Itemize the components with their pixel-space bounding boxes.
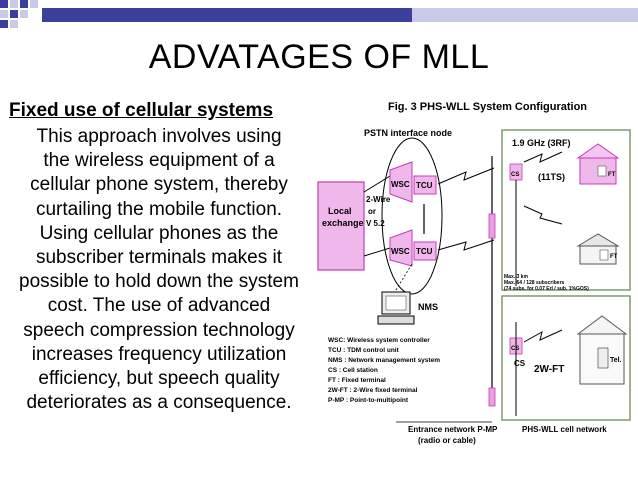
body-line: Using cellular phones as the [39, 222, 279, 244]
phs-wll-diagram: Fig. 3 PHS-WLL System Configuration PSTN… [317, 101, 631, 445]
nms-keyboard [377, 315, 415, 325]
fixed-terminal-icon [597, 165, 607, 177]
wire-label: 2-Wire [366, 195, 391, 204]
antenna-element [488, 213, 496, 239]
wire-line [363, 175, 391, 193]
body-line: cost. The use of advanced [47, 295, 271, 317]
nms-label: NMS [418, 302, 438, 312]
cs-label: CS [514, 359, 526, 368]
radio-link [523, 151, 563, 163]
tel-label: Tel. [610, 357, 622, 364]
spec-line: (74 subs. for 0.07 Erl / sub. 1%GOS) [504, 286, 589, 292]
nms-screen [385, 295, 407, 311]
cell-network-box [501, 129, 631, 291]
legend-item: WSC: Wireless system controller [328, 337, 430, 344]
legend-item: 2W-FT : 2-Wire fixed terminal [328, 387, 418, 394]
legend-item: CS : Cell station [328, 367, 378, 374]
banner-square [0, 20, 8, 28]
banner-square [10, 20, 18, 28]
nms-link [395, 263, 413, 291]
banner-square [10, 0, 18, 8]
body-line: curtailing the mobile function. [35, 198, 283, 220]
body-line: speech compression technology [23, 319, 295, 341]
radio-link [523, 205, 563, 225]
radio-link [437, 167, 495, 185]
wire-label: or [368, 207, 376, 216]
banner-square [20, 0, 28, 8]
banner-square [10, 10, 18, 18]
spec-line: Max. 3 km [504, 274, 528, 280]
wire-line [363, 247, 391, 257]
banner-square [0, 10, 8, 18]
ts-label: (11TS) [538, 172, 565, 182]
two-w-ft-label: 2W-FT [534, 364, 564, 375]
banner-square [20, 10, 28, 18]
house-roof [576, 143, 620, 159]
title-banner [0, 0, 638, 30]
wire-label: V 5.2 [366, 219, 385, 228]
body-text: This approach involves using the wireles… [0, 125, 318, 415]
local-exchange-label: Local [328, 206, 352, 216]
freq-label: 1.9 GHz (3RF) [512, 138, 571, 148]
banner-bar-light [412, 8, 638, 22]
body-line: deteriorates as a consequence. [26, 392, 292, 414]
antenna-element [488, 387, 496, 407]
fixed-terminal-icon [599, 249, 609, 261]
house-roof [576, 233, 620, 247]
banner-square [0, 0, 8, 8]
cs-label: CS [511, 172, 519, 178]
local-exchange-box [317, 181, 365, 271]
cell-network-label: PHS-WLL cell network [522, 425, 607, 434]
body-line: efficiency, but speech quality [38, 368, 280, 390]
body-line: This approach involves using [36, 126, 282, 147]
wsc-upper [389, 161, 413, 203]
legend-item: FT : Fixed terminal [328, 377, 386, 384]
spec-line: Max. 64 / 128 subscribers [504, 280, 565, 286]
tcu-label: TCU [416, 181, 433, 190]
body-line: possible to hold down the system [19, 271, 299, 293]
slide-title: ADVATAGES OF MLL [148, 38, 490, 76]
pstn-label: PSTN interface node [364, 128, 452, 138]
legend-item: TCU : TDM control unit [328, 347, 400, 354]
local-exchange-label: exchange [322, 218, 364, 228]
section-heading: Fixed use of cellular systems [9, 100, 274, 121]
wsc-label: WSC [391, 180, 410, 189]
banner-bar-dark [42, 8, 412, 22]
tcu-upper [413, 175, 437, 195]
cell-network-box [501, 295, 631, 421]
phone-icon [597, 347, 609, 369]
cs-label: CS [511, 346, 519, 352]
body-line: subscriber terminals makes it [35, 247, 283, 269]
ft-label: FT [608, 172, 616, 178]
house-roof [576, 315, 628, 335]
body-line: increases frequency utilization [31, 343, 287, 365]
wsc-label: WSC [391, 247, 410, 256]
radio-label: (radio or cable) [418, 436, 476, 445]
tcu-lower [413, 241, 437, 261]
legend-item: P-MP : Point-to-multipoint [328, 397, 409, 404]
entrance-label: Entrance network P-MP [408, 425, 498, 434]
ft-label: FT [610, 254, 618, 260]
pstn-interface-ellipse [381, 137, 443, 295]
body-line: the wireless equipment of a [43, 150, 275, 172]
banner-square [30, 0, 38, 8]
legend-item: NMS : Network management system [328, 357, 440, 364]
tcu-label: TCU [416, 247, 433, 256]
figure-title: Fig. 3 PHS-WLL System Configuration [388, 101, 587, 113]
radio-link [437, 239, 495, 251]
radio-link [523, 329, 563, 343]
body-line: cellular phone system, thereby [30, 174, 288, 196]
wsc-lower [389, 229, 413, 267]
